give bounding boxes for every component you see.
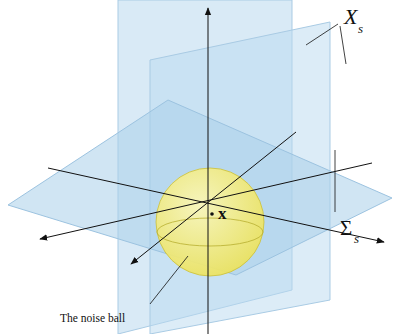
plane [8,100,392,275]
noise-ball [156,168,264,276]
leader-line [150,256,188,304]
leader-line [340,26,346,64]
ball-equator [157,218,263,246]
point-label: x [218,205,227,222]
set-symbol: Σ [340,218,352,239]
axis [48,168,384,242]
axis [208,8,209,334]
subscript: s [354,232,359,245]
point [210,212,214,216]
leader-line [335,150,336,212]
axis [131,132,296,264]
axis [40,163,372,239]
subscript: s [358,22,363,35]
set-symbol: X [344,6,357,28]
leader-line [306,24,338,45]
callout-label: The noise ball [60,313,125,325]
